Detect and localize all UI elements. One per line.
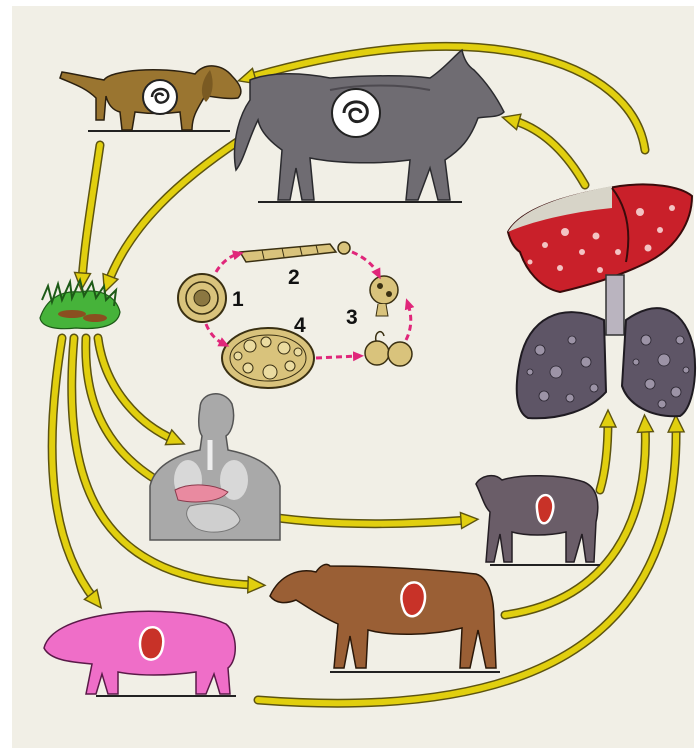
hydatid-cyst-stage — [222, 328, 314, 388]
stage-label-1: 1 — [232, 288, 244, 311]
stage-label-4: 4 — [294, 314, 306, 337]
stage-label-3: 3 — [346, 306, 358, 329]
stage-label-2: 2 — [288, 266, 300, 289]
egg-stage — [178, 274, 226, 322]
